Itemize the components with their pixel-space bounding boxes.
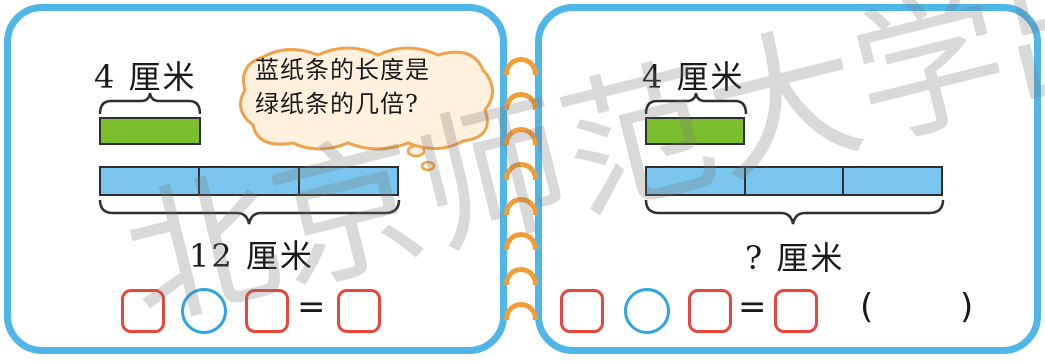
- binder-ring-icon: [504, 267, 538, 285]
- operator-circle[interactable]: [181, 288, 227, 334]
- green-strip: [645, 117, 745, 145]
- left-panel: 4 厘米 蓝纸条的长度是 绿纸条的几倍? 12 厘米 =: [4, 4, 507, 354]
- binder-ring-icon: [504, 92, 538, 110]
- answer-box-1[interactable]: [560, 289, 604, 333]
- answer-box-2[interactable]: [245, 289, 289, 333]
- blue-strip-segment: [101, 168, 201, 194]
- green-strip-brace: [98, 92, 202, 115]
- binder-ring-icon: [504, 302, 538, 320]
- speech-bubble-line-1: 蓝纸条的长度是: [255, 56, 430, 84]
- answer-box-2[interactable]: [688, 289, 732, 333]
- blue-strip-brace: [644, 199, 945, 225]
- binder-ring-icon: [504, 232, 538, 250]
- blue-strip-segment: [746, 168, 845, 194]
- green-strip-length-label: 4 厘米: [94, 58, 197, 96]
- blue-strip: [99, 166, 399, 196]
- operator-circle[interactable]: [624, 288, 670, 334]
- equals-sign: =: [738, 287, 767, 327]
- blue-strip: [645, 166, 943, 196]
- blue-strip-segment: [647, 168, 746, 194]
- speech-bubble: [239, 46, 494, 172]
- answer-box-result[interactable]: [774, 289, 818, 333]
- blue-strip-length-label: ? 厘米: [745, 239, 845, 277]
- unit-paren-open: (: [860, 287, 874, 327]
- equals-sign: =: [297, 287, 326, 327]
- green-strip: [99, 117, 201, 145]
- speech-bubble-line-2: 绿纸条的几倍?: [255, 90, 419, 118]
- blue-strip-segment: [200, 168, 300, 194]
- blue-strip-length-label: 12 厘米: [189, 237, 314, 275]
- binder-ring-icon: [504, 162, 538, 180]
- green-strip-length-label: 4 厘米: [642, 58, 745, 96]
- unit-paren-close: ): [960, 287, 974, 327]
- binder-ring-icon: [504, 57, 538, 75]
- binder-ring-icon: [504, 197, 538, 215]
- answer-box-result[interactable]: [337, 289, 381, 333]
- binder-ring-icon: [504, 127, 538, 145]
- blue-strip-segment: [300, 168, 397, 194]
- right-panel: 4 厘米 ? 厘米 = ( ): [535, 4, 1041, 354]
- answer-box-1[interactable]: [121, 289, 165, 333]
- blue-strip-segment: [844, 168, 941, 194]
- blue-strip-brace: [98, 199, 401, 225]
- green-strip-brace: [644, 92, 748, 115]
